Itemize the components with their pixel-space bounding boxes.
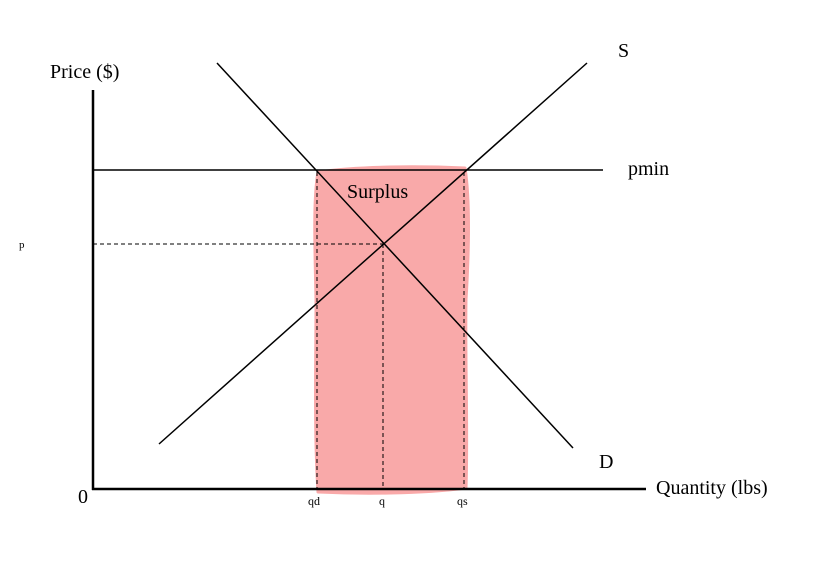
- quantity-supplied-label: qs: [457, 494, 468, 508]
- equilibrium-quantity-label: q: [379, 494, 385, 508]
- supply-curve: [158, 62, 588, 445]
- demand-curve: [216, 62, 574, 449]
- supply-label: S: [618, 40, 629, 62]
- quantity-demanded-label: qd: [308, 494, 320, 508]
- equilibrium-price-label: p: [19, 239, 25, 251]
- y-axis-label: Price ($): [50, 61, 119, 83]
- surplus-region: [313, 165, 470, 495]
- origin-label: 0: [78, 486, 88, 508]
- price-floor-label: pmin: [628, 158, 669, 180]
- demand-label: D: [599, 451, 613, 473]
- surplus-label: Surplus: [347, 181, 408, 203]
- x-axis-label: Quantity (lbs): [656, 477, 768, 499]
